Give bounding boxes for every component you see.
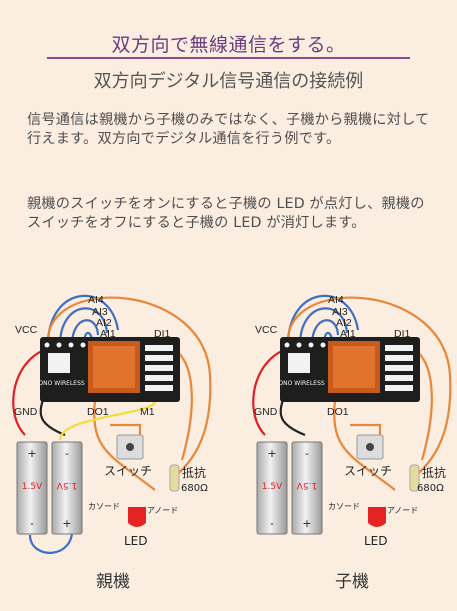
led-child (368, 507, 386, 527)
label-ai1: AI1 (100, 328, 116, 340)
label-cathode: カソード (88, 502, 120, 511)
wire-ai3-child (298, 307, 349, 346)
description-paragraph-2: 親機のスイッチをオンにすると子機の LED が点灯し、親機のスイッチをオフにする… (27, 196, 425, 231)
label-gnd: GND (14, 406, 38, 418)
module-logo: MONO WIRELESS (33, 380, 85, 387)
label-di1-child: DI1 (394, 328, 411, 340)
label-switch: スイッチ (104, 464, 152, 478)
child-circuit: MONO WIRELESS AI4 AI3 AI2 AI1 VCC DI1 GN… (252, 294, 452, 548)
label-ai1-child: AI1 (340, 328, 356, 340)
label-led: LED (124, 534, 148, 548)
led (128, 507, 146, 527)
description-paragraph-1: 信号通信は親機から子機のみではなく、子機から親機に対して行えます。双方向でデジタ… (27, 112, 430, 147)
wire-bottom-blue (28, 526, 74, 554)
svg-text:-: - (65, 447, 69, 460)
page-title: 双方向で無線通信をする。 (111, 34, 346, 56)
wire-top-orange (46, 296, 212, 481)
battery-pack: 1.5V 1.5V + - - + (16, 441, 83, 535)
label-switch-child: スイッチ (344, 464, 392, 478)
svg-text:1.5V: 1.5V (262, 482, 283, 492)
wire-top-orange-child (286, 296, 452, 481)
svg-text:1.5V: 1.5V (22, 482, 43, 492)
label-m1: M1 (140, 406, 155, 418)
wire-vcc-child (252, 348, 285, 436)
svg-text:+: + (302, 517, 311, 530)
wiring-diagram: MONO WIRELESS AI4 AI3 AI2 AI1 VCC DI1 GN… (12, 294, 452, 554)
label-ai3-child: AI3 (332, 306, 348, 318)
label-ai3: AI3 (92, 306, 108, 318)
label-resistor: 抵抗 (182, 465, 206, 480)
label-ai2: AI2 (96, 317, 112, 329)
label-resistor-value-child: 680Ω (417, 483, 444, 494)
label-anode-child: アノード (387, 506, 418, 515)
resistor (169, 464, 180, 492)
svg-text:-: - (305, 447, 309, 460)
module-logo-mark-child (288, 353, 310, 373)
label-resistor-child: 抵抗 (422, 465, 446, 480)
wire-m1 (58, 399, 157, 441)
module-logo-mark (48, 353, 70, 373)
svg-text:-: - (270, 517, 274, 530)
label-led-child: LED (364, 534, 388, 548)
label-do1-child: DO1 (327, 406, 349, 418)
label-vcc-child: VCC (255, 324, 278, 336)
resistor-child (409, 464, 420, 492)
label-ai4-child: AI4 (328, 294, 344, 306)
svg-text:1.5V: 1.5V (56, 480, 77, 490)
caption-parent: 親機 (96, 572, 130, 592)
label-cathode-child: カソード (328, 502, 360, 511)
battery-pack-child: 1.5V 1.5V + - - + (256, 441, 323, 535)
svg-text:+: + (267, 447, 276, 460)
wire-do1-child (333, 399, 396, 491)
label-anode: アノード (147, 506, 178, 515)
module-logo-child: MONO WIRELESS (273, 380, 325, 387)
label-ai2-child: AI2 (336, 317, 352, 329)
wire-vcc (12, 348, 45, 436)
svg-text:1.5V: 1.5V (296, 480, 317, 490)
caption-child: 子機 (335, 572, 369, 592)
wire-do1 (93, 399, 156, 491)
svg-text:-: - (30, 517, 34, 530)
label-ai4: AI4 (88, 294, 104, 306)
label-gnd-child: GND (254, 406, 278, 418)
label-di1: DI1 (154, 328, 171, 340)
label-resistor-value: 680Ω (181, 483, 208, 494)
label-do1: DO1 (87, 406, 109, 418)
title-divider (47, 57, 410, 59)
svg-text:+: + (62, 517, 71, 530)
svg-text:+: + (27, 447, 36, 460)
label-vcc: VCC (15, 324, 38, 336)
section-title: 双方向デジタル信号通信の接続例 (93, 71, 364, 92)
wire-ai3 (58, 307, 109, 346)
parent-circuit: MONO WIRELESS AI4 AI3 AI2 AI1 VCC DI1 GN… (12, 294, 212, 554)
